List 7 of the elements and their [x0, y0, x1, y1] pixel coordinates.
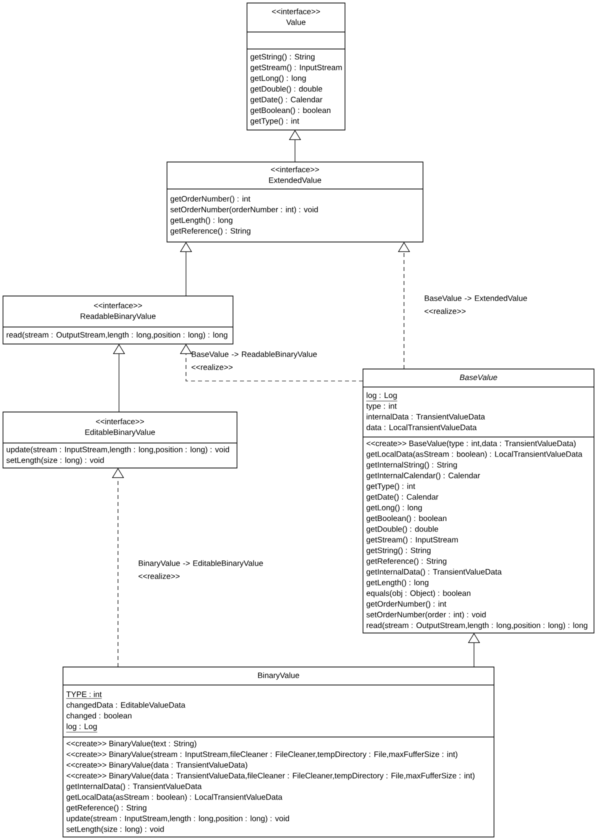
class-box: [2, 296, 234, 344]
realization-arrow: [180, 344, 364, 382]
class-box: [166, 162, 424, 242]
class-box: [2, 412, 238, 468]
class-box: [246, 2, 346, 130]
class-box: [362, 368, 594, 634]
class-box: [62, 666, 494, 838]
